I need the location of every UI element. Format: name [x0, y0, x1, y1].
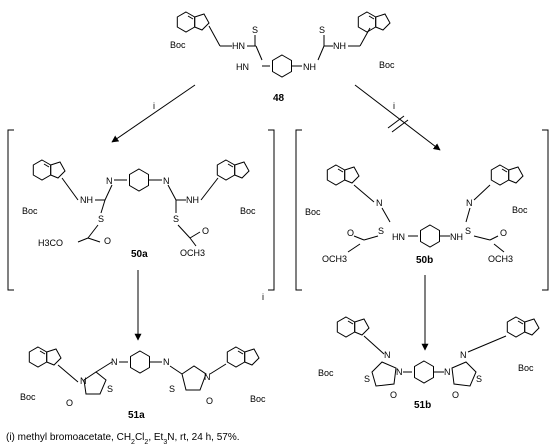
compound-label-50a: 50a [131, 249, 148, 260]
footnote-sub: 2 [144, 439, 148, 446]
compound-label-48: 48 [273, 93, 285, 104]
nh-label: NH [333, 41, 346, 51]
s-label: S [173, 214, 179, 224]
bracket-right-open [295, 129, 302, 291]
n-label: N [384, 350, 391, 360]
o-label: O [206, 396, 213, 406]
reaction-arrow-right [354, 84, 441, 151]
n-label: N [460, 350, 467, 360]
methoxy-label: OCH3 [488, 254, 513, 264]
s-label: S [107, 384, 113, 394]
compound-label-51a: 51a [128, 410, 145, 421]
boc-label: Boc [170, 40, 186, 50]
s-label: S [476, 374, 482, 384]
boc-label: Boc [512, 205, 528, 215]
s-label: S [364, 374, 370, 384]
crossed-arrow-mark [387, 115, 405, 129]
bracket-note: i [262, 292, 264, 302]
o-label: O [202, 226, 209, 236]
s-label: S [98, 214, 104, 224]
bracket-right-close [542, 129, 549, 291]
footnote-mid: , Et [148, 432, 163, 443]
compound-50a: Boc Boc NH N N NH S S O H3CO O OCH3 50a [22, 159, 256, 260]
n-label: N [444, 367, 451, 377]
compound-51a: Boc Boc N S O N N S N O 51a [20, 346, 266, 421]
o-label: O [390, 390, 397, 400]
n-label: N [396, 367, 403, 377]
footnote: (i) methyl bromoacetate, CH2Cl2, Et3N, r… [6, 432, 240, 446]
n-label: N [163, 176, 170, 186]
methoxy-label: OCH3 [180, 248, 205, 258]
footnote-suffix: N, rt, 24 h, 57%. [167, 432, 239, 443]
o-label: O [347, 228, 354, 238]
hn-label: HN [236, 62, 249, 72]
compound-50b: Boc Boc N S HN NH S N O OCH3 O OCH3 50b [305, 164, 528, 266]
methoxy-label: OCH3 [322, 254, 347, 264]
reagent-label-left: i [153, 101, 155, 111]
reaction-arrow-left [111, 84, 196, 143]
footnote-prefix: (i) methyl bromoacetate, CH [6, 432, 131, 443]
o-label: O [104, 236, 111, 246]
boc-label: Boc [379, 60, 395, 70]
n-label: N [204, 372, 211, 382]
boc-label: Boc [250, 394, 266, 404]
boc-label: Boc [318, 368, 334, 378]
compound-label-51b: 51b [414, 400, 431, 411]
footnote-sub: 3 [163, 439, 167, 446]
n-label: N [376, 198, 383, 208]
s-label: S [465, 226, 471, 236]
bracket-left-open [7, 129, 14, 291]
methoxy-label: H3CO [38, 238, 63, 248]
boc-label: Boc [240, 206, 256, 216]
n-label: N [163, 357, 170, 367]
n-label: N [111, 357, 118, 367]
boc-label: Boc [20, 392, 36, 402]
s-label: S [169, 384, 175, 394]
boc-label: Boc [22, 206, 38, 216]
boc-label: Boc [518, 363, 534, 373]
nh-label: HN [232, 41, 245, 51]
n-label: N [466, 198, 473, 208]
s-label: S [252, 25, 258, 35]
compound-label-50b: 50b [416, 255, 433, 266]
o-label: O [66, 398, 73, 408]
boc-label: Boc [305, 207, 321, 217]
footnote-sub: 2 [131, 439, 135, 446]
n-label: N [106, 176, 113, 186]
bracket-left-close [268, 129, 275, 291]
crossed-arrow-mark [391, 119, 409, 133]
nh-label: NH [303, 62, 316, 72]
footnote-mid: Cl [135, 432, 144, 443]
nh-label: NH [80, 195, 93, 205]
n-label: N [80, 376, 87, 386]
o-label: O [452, 390, 459, 400]
s-label: S [319, 25, 325, 35]
nh-label: HN [392, 232, 405, 242]
s-label: S [378, 226, 384, 236]
compound-51b: Boc Boc N S N O N S O N 51b [318, 316, 540, 411]
nh-label: NH [186, 195, 199, 205]
o-label: O [500, 228, 507, 238]
compound-48: Boc Boc HN S HN NH S NH 48 [170, 11, 395, 104]
nh-label: NH [450, 232, 463, 242]
reagent-label-right: i [393, 101, 395, 111]
